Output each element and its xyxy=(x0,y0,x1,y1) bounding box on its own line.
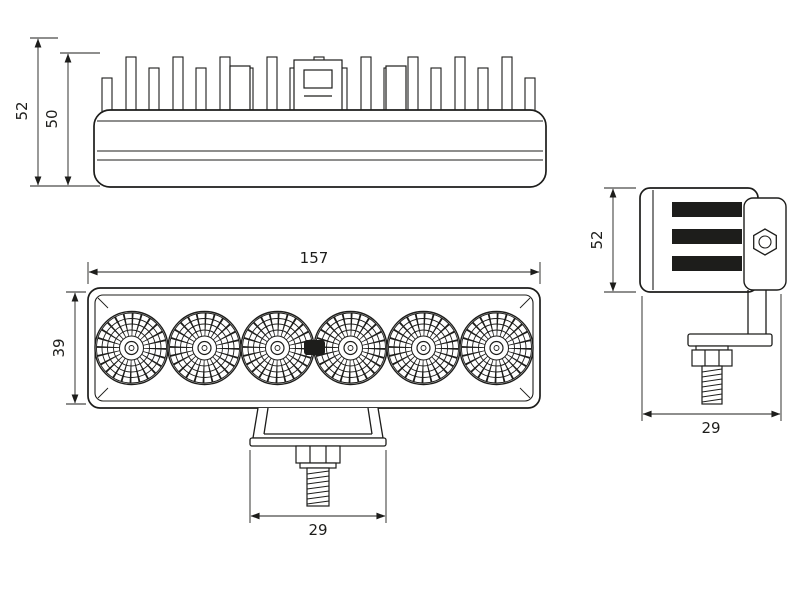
brand-logo xyxy=(304,340,325,355)
led-lens-6 xyxy=(460,312,533,385)
rear-view xyxy=(93,56,547,188)
dim-label-side-29: 29 xyxy=(701,419,720,437)
dim-side-height: 52 xyxy=(588,187,636,293)
side-bracket-leg xyxy=(687,290,773,347)
dim-label-front-157: 157 xyxy=(300,249,329,267)
front-mounting-bolt xyxy=(295,445,341,507)
dim-front-bracket-width: 29 xyxy=(249,450,387,539)
front-mounting-bracket xyxy=(249,407,387,447)
dim-rear-body-height: 50 xyxy=(43,52,100,186)
side-fin-slots xyxy=(672,202,742,271)
dim-label-rear-52: 52 xyxy=(13,101,31,120)
side-bolt-threads xyxy=(701,368,723,403)
rear-screw-bosses xyxy=(229,59,407,113)
dim-label-front-39: 39 xyxy=(50,338,68,357)
front-bolt-threads xyxy=(306,470,330,505)
front-view xyxy=(88,287,540,507)
rear-housing xyxy=(93,109,547,188)
led-lens-5 xyxy=(387,312,460,385)
dim-label-front-29: 29 xyxy=(308,521,327,539)
reflector-corner-lines xyxy=(97,297,531,399)
pivot-bolt-center xyxy=(758,235,772,249)
dim-rear-total-height: 52 xyxy=(13,37,100,187)
side-mounting-bolt xyxy=(691,345,733,405)
dim-front-width: 157 xyxy=(87,249,541,284)
dim-label-side-52: 52 xyxy=(588,230,606,249)
led-lens-1 xyxy=(95,312,168,385)
led-lens-3 xyxy=(241,312,314,385)
dim-side-depth: 29 xyxy=(641,294,782,437)
dim-front-height: 39 xyxy=(50,291,86,405)
side-view xyxy=(639,187,787,405)
led-lens-2 xyxy=(168,312,241,385)
rear-housing-seams xyxy=(97,120,543,161)
dim-label-rear-50: 50 xyxy=(43,109,61,128)
